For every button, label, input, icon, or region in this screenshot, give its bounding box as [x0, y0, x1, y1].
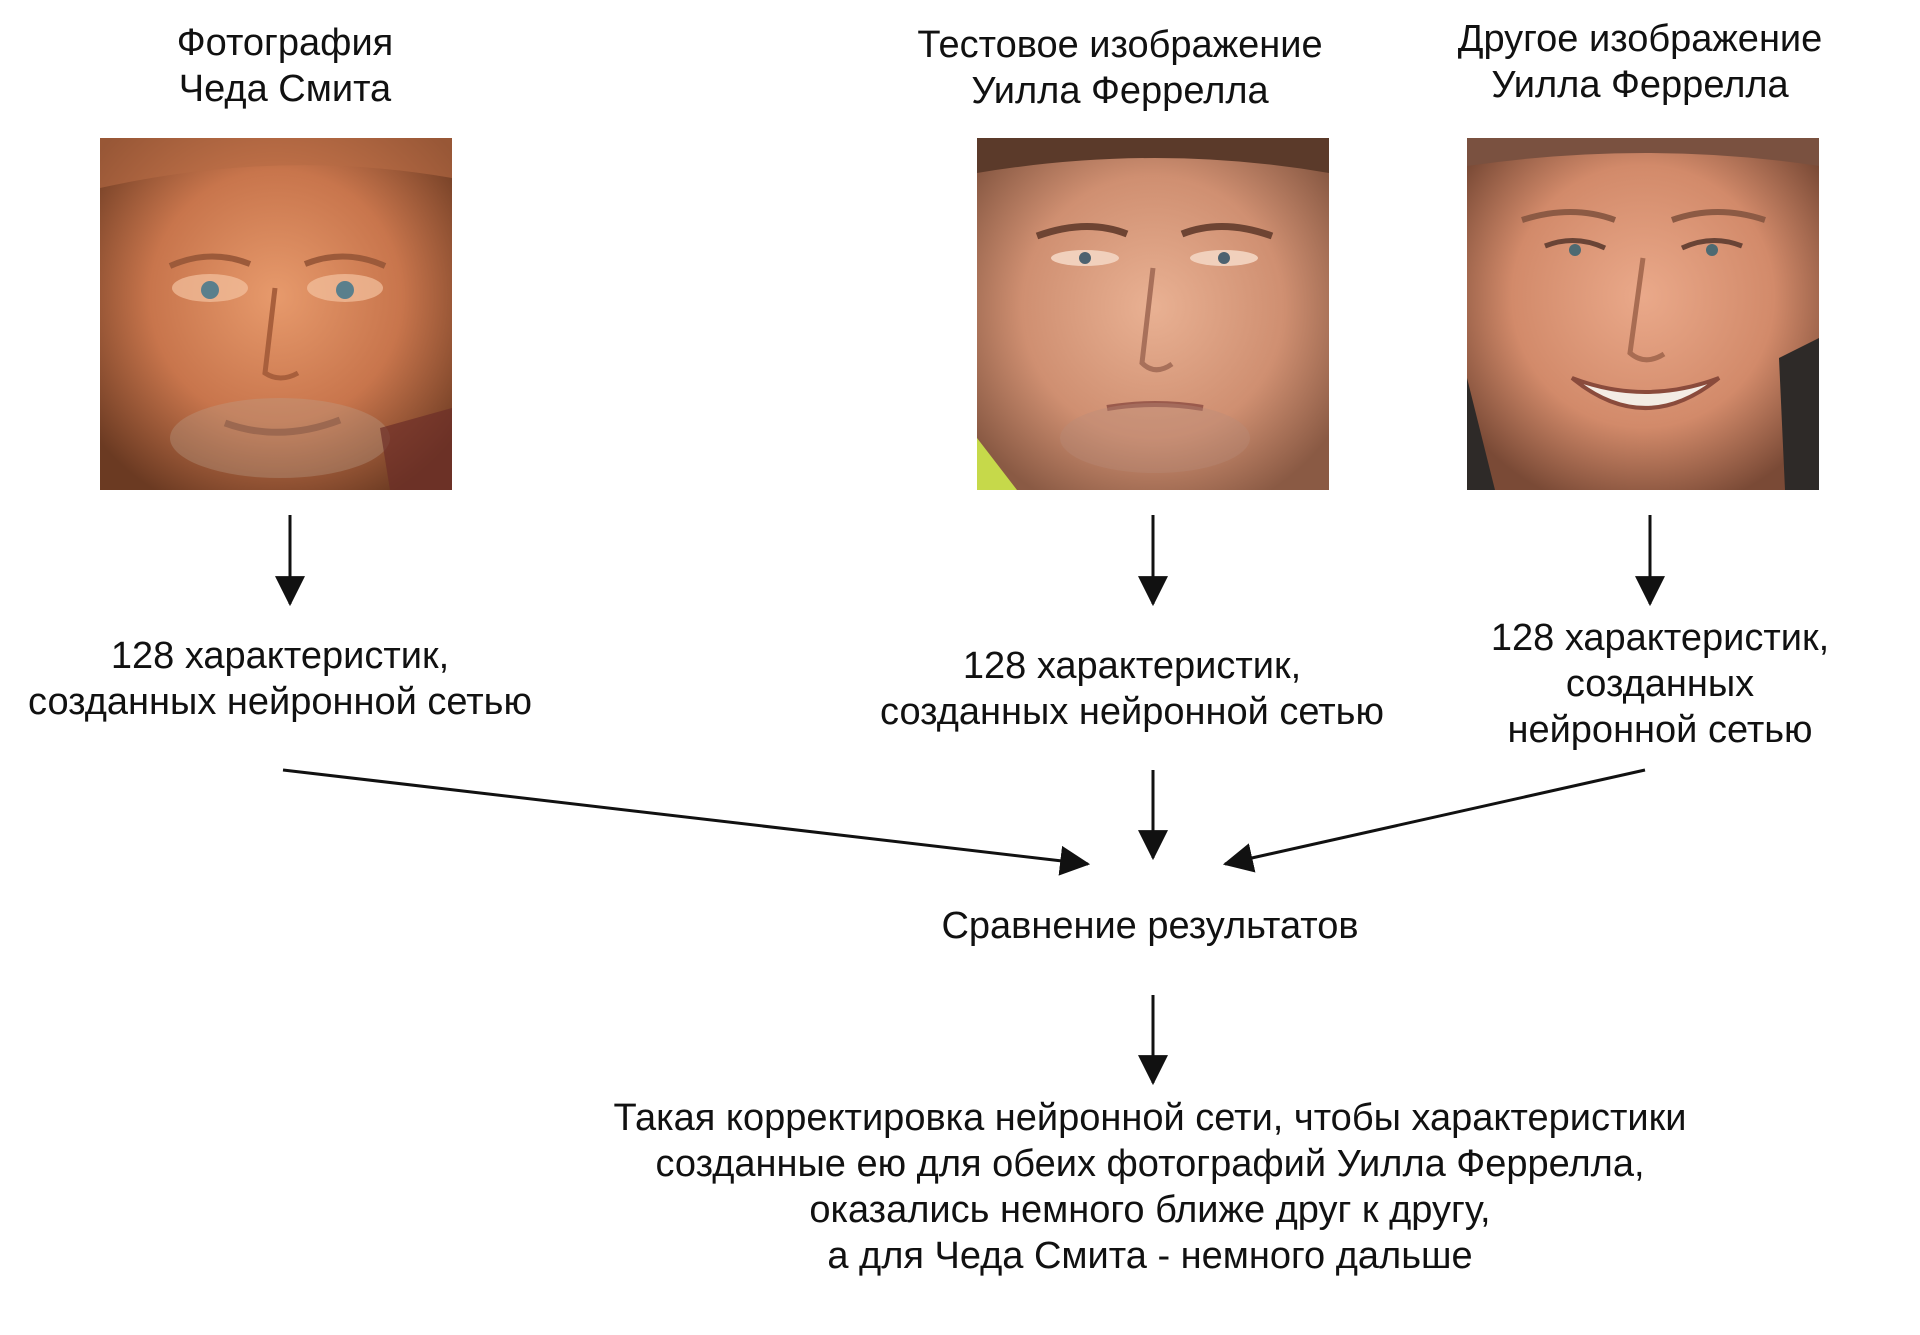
arrow-ferrell-other-features-to-compare — [1225, 770, 1645, 864]
arrow-chad-features-to-compare — [283, 770, 1088, 864]
